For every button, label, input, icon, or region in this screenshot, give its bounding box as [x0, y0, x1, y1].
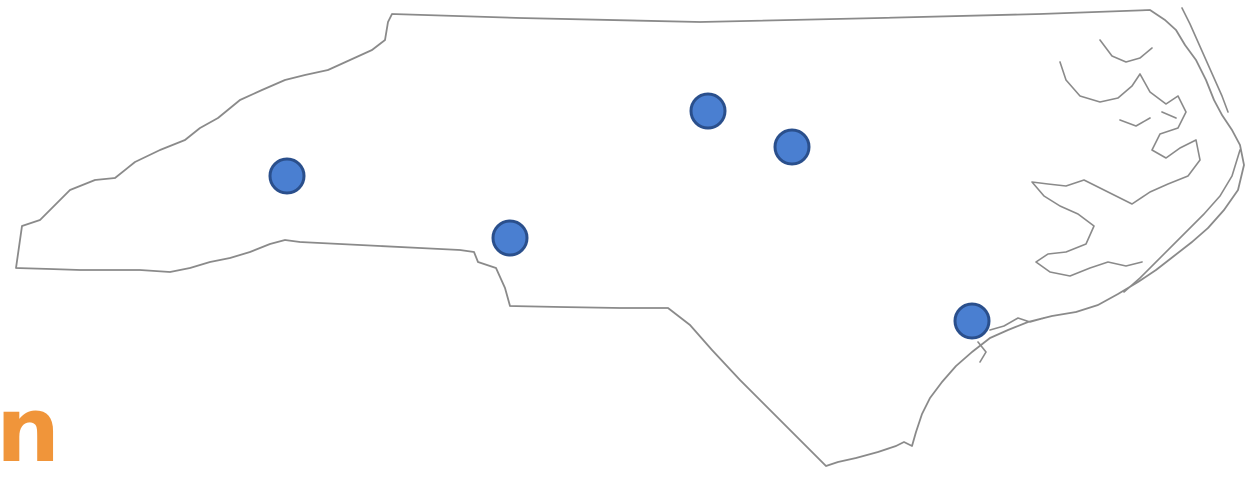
southern-coast-detail: [977, 317, 1045, 363]
location-marker-north-central[interactable]: [689, 92, 727, 130]
outer-banks: [1123, 7, 1241, 293]
map-canvas: [15, 7, 1245, 467]
sound-coastline: [1031, 61, 1201, 277]
location-marker-southeast[interactable]: [953, 302, 991, 340]
location-marker-central-east[interactable]: [773, 128, 811, 166]
location-marker-west[interactable]: [268, 157, 306, 195]
state-outline: [15, 9, 1245, 467]
sound-inlet-north: [1099, 39, 1177, 127]
partial-heading-text: n: [0, 378, 61, 483]
location-marker-south-central[interactable]: [491, 219, 529, 257]
